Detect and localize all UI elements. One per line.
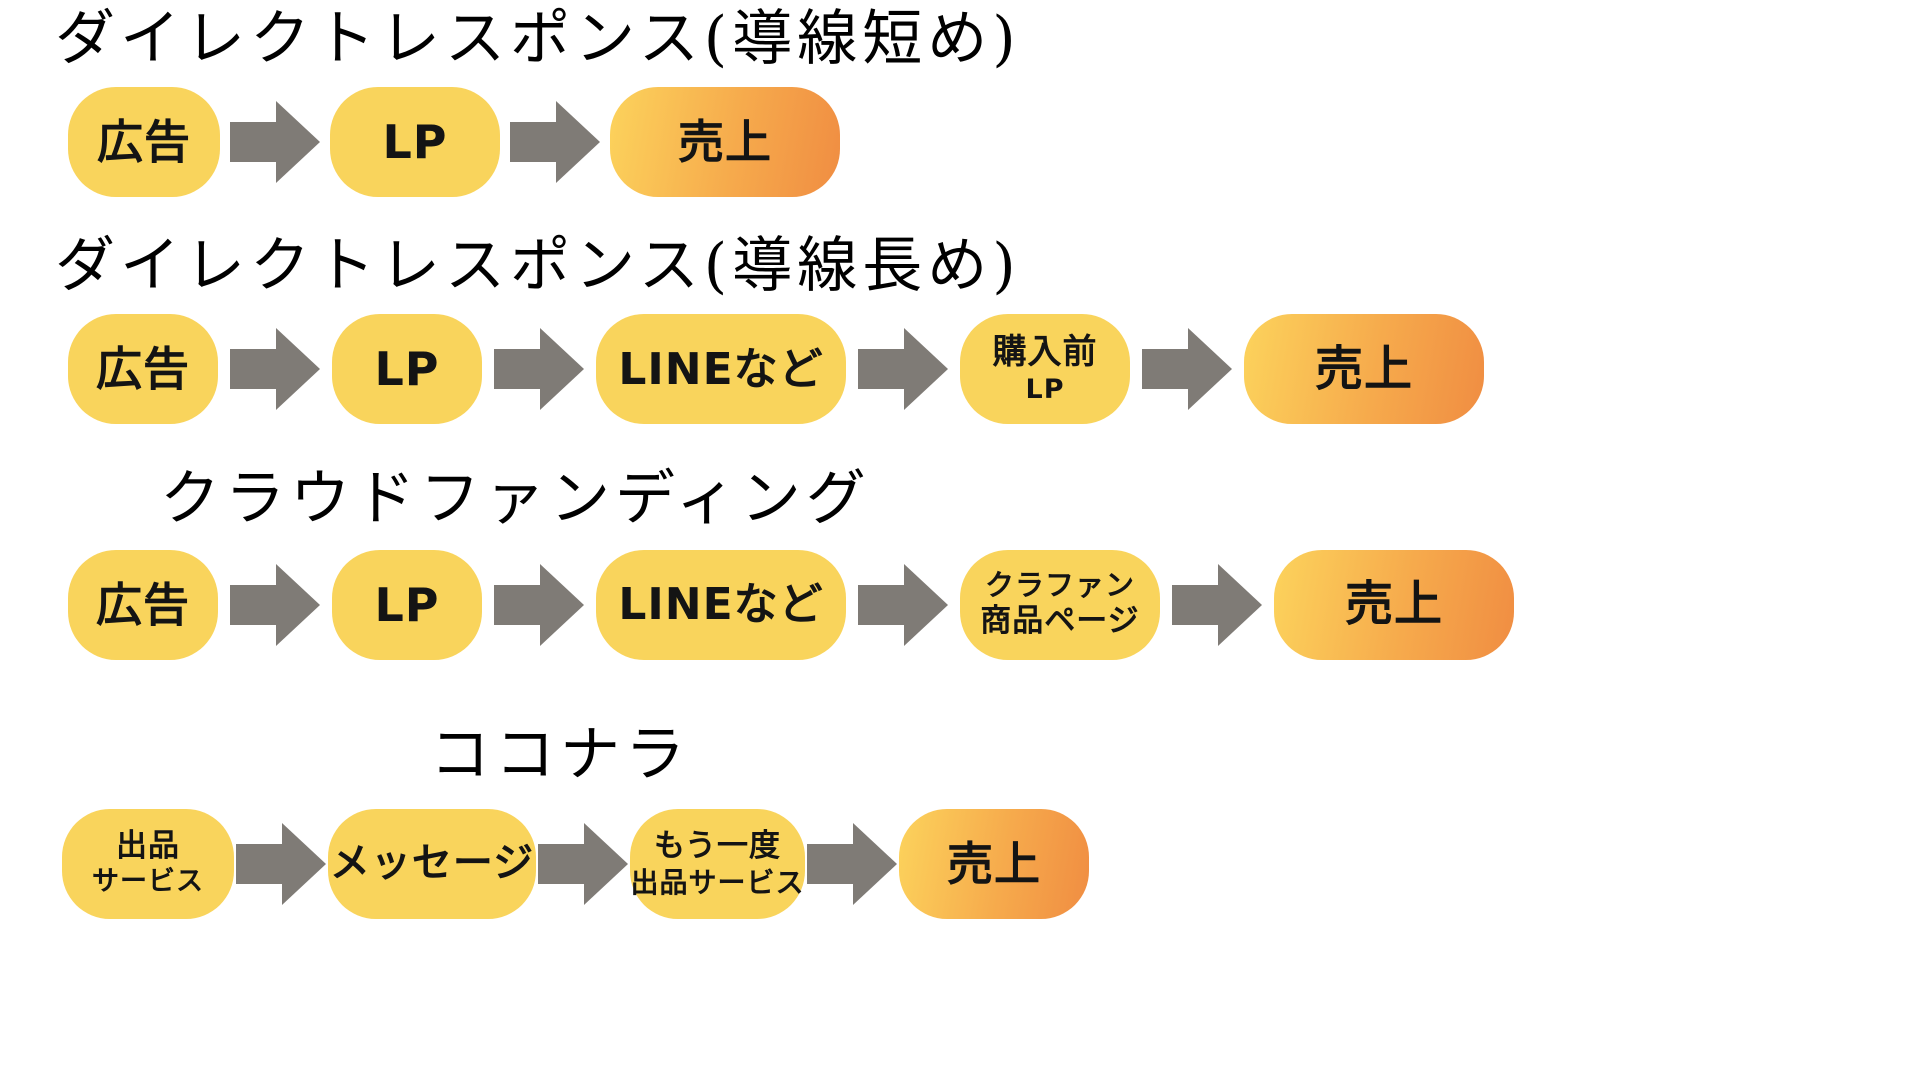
funnel-step: メッセージ <box>328 808 536 919</box>
arrow-shaft <box>494 349 540 390</box>
arrow-right-icon <box>858 563 948 646</box>
step-label: LP <box>374 342 440 397</box>
step-label: もう一度 <box>653 827 782 864</box>
funnel-step: クラファン商品ページ <box>960 549 1160 660</box>
funnel-step: LINEなど <box>596 549 846 660</box>
arrow-shaft <box>230 122 276 163</box>
funnel-step: LP <box>330 87 500 198</box>
arrow-head <box>276 563 320 646</box>
step-label: 広告 <box>96 342 190 397</box>
step-label: LINEなど <box>618 578 824 630</box>
arrow-shaft <box>236 843 282 884</box>
funnel-step: LP <box>332 314 482 425</box>
step-label: 出品サービス <box>630 865 805 899</box>
funnel-step-sales: 売上 <box>899 808 1089 919</box>
funnel-step: 広告 <box>68 314 218 425</box>
arrow-right-icon <box>236 822 326 905</box>
arrow-right-icon <box>858 328 948 411</box>
arrow-right-icon <box>230 101 320 184</box>
arrow-head <box>276 101 320 184</box>
arrow-shaft <box>230 584 276 625</box>
step-label: 売上 <box>947 836 1041 891</box>
arrow-right-icon <box>807 822 897 905</box>
arrow-shaft <box>1142 349 1188 390</box>
flow-section: クラウドファンディング広告 LP LINEなど クラファン商品ページ 売上 <box>0 464 1920 660</box>
arrow-head <box>904 328 948 411</box>
arrow-head <box>1188 328 1232 411</box>
arrow-head <box>853 822 897 905</box>
arrow-head <box>556 101 600 184</box>
step-label: 商品ページ <box>980 603 1140 640</box>
step-label: 売上 <box>678 115 772 170</box>
step-label: 購入前 <box>992 332 1098 373</box>
flow-title: クラウドファンディング <box>160 464 871 535</box>
step-label: LP <box>382 115 448 170</box>
step-label: LP <box>1025 373 1065 405</box>
flow-section: ダイレクトレスポンス(導線短め) 広告 LP 売上 <box>0 4 1920 198</box>
funnel-step-sales: 売上 <box>1274 549 1514 660</box>
arrow-head <box>276 328 320 411</box>
step-label: LP <box>374 577 440 632</box>
flow-row: 出品サービスメッセージもう一度出品サービス売上 <box>62 808 1920 919</box>
arrow-shaft <box>510 122 556 163</box>
funnel-step-sales: 売上 <box>1244 314 1484 425</box>
step-label: サービス <box>92 866 204 898</box>
arrow-right-icon <box>494 328 584 411</box>
flow-title: ココナラ <box>430 719 690 790</box>
arrow-shaft <box>807 843 853 884</box>
flow-title: ダイレクトレスポンス(導線長め) <box>55 231 1021 302</box>
step-label: 売上 <box>1344 576 1443 633</box>
arrow-shaft <box>858 584 904 625</box>
flow-row: 広告 LP 売上 <box>68 87 1920 198</box>
funnel-step: LINEなど <box>596 314 846 425</box>
arrow-head <box>584 822 628 905</box>
funnel-step: 広告 <box>68 549 218 660</box>
arrow-shaft <box>230 349 276 390</box>
funnel-step: LP <box>332 549 482 660</box>
arrow-head <box>540 328 584 411</box>
arrow-head <box>1218 563 1262 646</box>
step-label: 出品 <box>116 828 180 865</box>
arrow-head <box>540 563 584 646</box>
arrow-right-icon <box>1172 563 1262 646</box>
arrow-right-icon <box>510 101 600 184</box>
step-label: 広告 <box>96 577 190 632</box>
arrow-head <box>282 822 326 905</box>
flow-section: ココナラ出品サービスメッセージもう一度出品サービス売上 <box>0 719 1920 919</box>
funnel-step: 広告 <box>68 87 220 198</box>
arrow-shaft <box>494 584 540 625</box>
arrow-right-icon <box>230 563 320 646</box>
flow-title: ダイレクトレスポンス(導線短め) <box>55 4 1021 74</box>
arrow-shaft <box>1172 584 1218 625</box>
arrow-right-icon <box>230 328 320 411</box>
arrow-head <box>904 563 948 646</box>
step-label: LINEなど <box>618 343 824 395</box>
arrow-shaft <box>858 349 904 390</box>
step-label: 広告 <box>97 115 191 170</box>
step-label: 売上 <box>1314 341 1413 398</box>
flow-row: 広告 LP LINEなど クラファン商品ページ 売上 <box>68 549 1920 660</box>
arrow-right-icon <box>538 822 628 905</box>
step-label: メッセージ <box>329 840 535 887</box>
step-label: クラファン <box>984 567 1135 602</box>
funnel-step: もう一度出品サービス <box>630 808 805 919</box>
funnel-step-sales: 売上 <box>610 87 840 198</box>
arrow-shaft <box>538 843 584 884</box>
funnel-step: 出品サービス <box>62 808 234 919</box>
arrow-right-icon <box>494 563 584 646</box>
arrow-right-icon <box>1142 328 1232 411</box>
